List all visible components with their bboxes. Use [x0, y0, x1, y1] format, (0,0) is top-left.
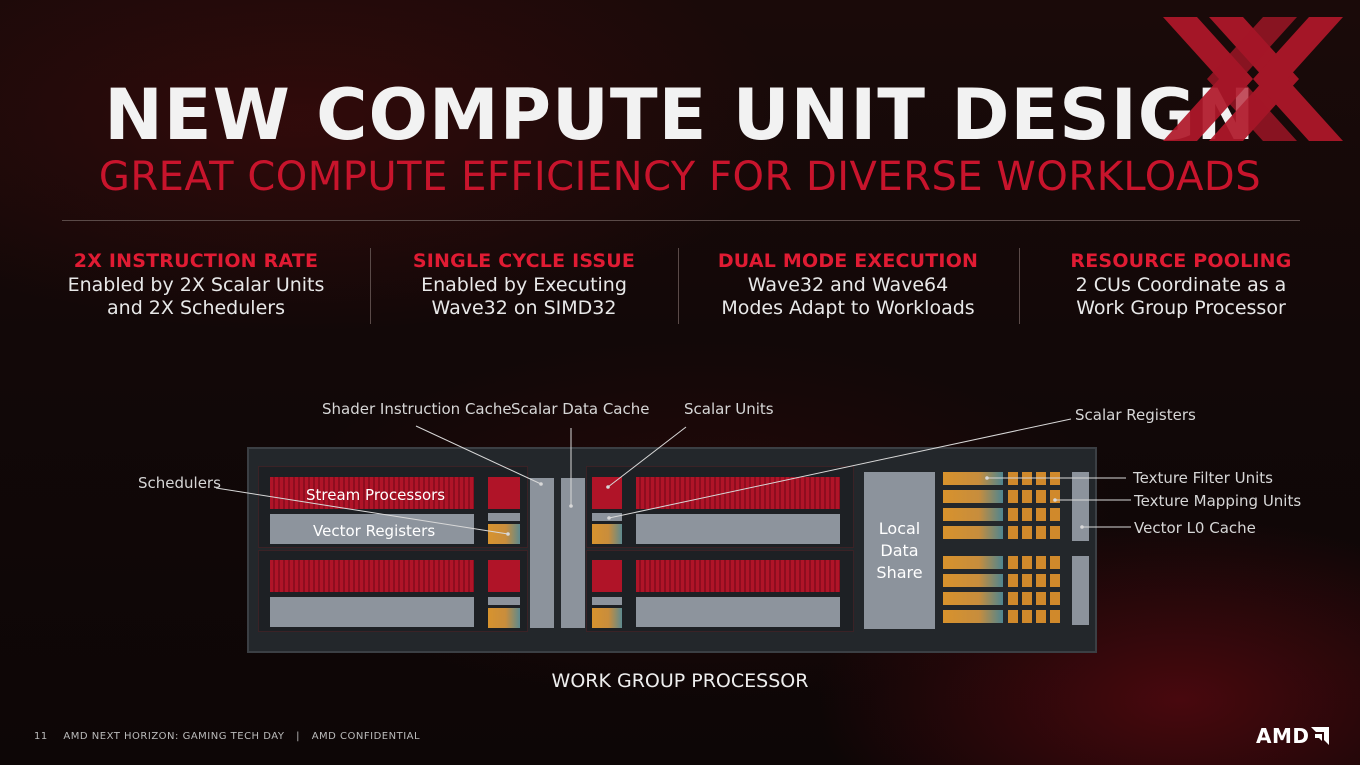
vector-registers-block [636, 514, 840, 544]
feature-line: 2 CUs Coordinate as a [1075, 274, 1287, 296]
scheduler-block [488, 608, 520, 628]
texture-units-group [943, 472, 1063, 630]
feature-single-cycle: SINGLE CYCLE ISSUE Enabled by Executing … [374, 248, 674, 320]
shader-instruction-cache-block [530, 478, 554, 628]
slide-subtitle: GREAT COMPUTE EFFICIENCY FOR DIVERSE WOR… [98, 154, 1262, 200]
footer-confidential: AMD CONFIDENTIAL [311, 731, 421, 742]
footer-separator: | [296, 731, 301, 742]
feature-line: Work Group Processor [1076, 297, 1286, 319]
label-stream-processors: Stream Processors [306, 486, 446, 504]
stream-processors-block [636, 560, 840, 592]
label-scalar-registers: Scalar Registers [1075, 406, 1196, 424]
scalar-unit-block [488, 477, 520, 509]
feature-separator [1019, 248, 1020, 324]
footer: 11 AMD NEXT HORIZON: GAMING TECH DAY | A… [34, 731, 420, 742]
label-schedulers: Schedulers [138, 474, 221, 492]
scheduler-block [592, 524, 622, 544]
label-scalar-units: Scalar Units [684, 400, 774, 418]
feature-dual-mode: DUAL MODE EXECUTION Wave32 and Wave64 Mo… [698, 248, 998, 320]
scalar-unit-block [488, 560, 520, 592]
lds-label: Share [876, 562, 923, 582]
label-shader-instruction-cache: Shader Instruction Cache [322, 400, 512, 418]
label-texture-mapping-units: Texture Mapping Units [1134, 492, 1302, 510]
vector-registers-block [636, 597, 840, 627]
feature-separator [678, 248, 679, 324]
scheduler-block [488, 524, 520, 544]
lds-label: Local [878, 518, 921, 538]
feature-separator [370, 248, 371, 324]
vector-l0-cache-block [1072, 472, 1089, 541]
scalar-register-block [488, 597, 520, 605]
page-number: 11 [34, 731, 48, 742]
vector-l0-cache-block [1072, 556, 1089, 625]
feature-line: and 2X Schedulers [107, 297, 285, 319]
feature-heading: 2X INSTRUCTION RATE [73, 250, 319, 272]
feature-instruction-rate: 2X INSTRUCTION RATE Enabled by 2X Scalar… [46, 248, 346, 320]
feature-line: Wave32 and Wave64 [747, 274, 949, 296]
scalar-unit-block [592, 560, 622, 592]
feature-line: Wave32 on SIMD32 [431, 297, 617, 319]
slide-title: NEW COMPUTE UNIT DESIGN [104, 74, 1256, 156]
feature-line: Enabled by Executing [421, 274, 627, 296]
vector-registers-block [270, 597, 474, 627]
label-vector-registers: Vector Registers [313, 522, 436, 540]
stream-processors-block [636, 477, 840, 509]
label-vector-l0-cache: Vector L0 Cache [1134, 519, 1256, 537]
feature-resource-pooling: RESOURCE POOLING 2 CUs Coordinate as a W… [1031, 248, 1331, 320]
amd-logo-text: AMD [1256, 724, 1310, 748]
footer-event: AMD NEXT HORIZON: GAMING TECH DAY [63, 731, 285, 742]
scalar-data-cache-block [561, 478, 585, 628]
feature-heading: DUAL MODE EXECUTION [717, 250, 979, 272]
scalar-unit-block [592, 477, 622, 509]
divider [62, 220, 1300, 221]
scheduler-block [592, 608, 622, 628]
navi-xx-logo [1163, 17, 1343, 141]
label-texture-filter-units: Texture Filter Units [1133, 469, 1273, 487]
feature-line: Modes Adapt to Workloads [721, 297, 975, 319]
feature-heading: SINGLE CYCLE ISSUE [412, 250, 636, 272]
amd-logo: AMD [1256, 724, 1330, 748]
local-data-share-block: Local Data Share [864, 472, 935, 629]
stream-processors-block [270, 560, 474, 592]
label-scalar-data-cache: Scalar Data Cache [511, 400, 650, 418]
feature-heading: RESOURCE POOLING [1070, 250, 1292, 272]
feature-line: Enabled by 2X Scalar Units [67, 274, 325, 296]
scalar-register-block [488, 513, 520, 521]
scalar-register-block [592, 597, 622, 605]
scalar-register-block [592, 513, 622, 521]
amd-arrow-icon [1311, 727, 1330, 745]
lds-label: Data [880, 540, 919, 560]
diagram-caption: WORK GROUP PROCESSOR [551, 670, 809, 692]
